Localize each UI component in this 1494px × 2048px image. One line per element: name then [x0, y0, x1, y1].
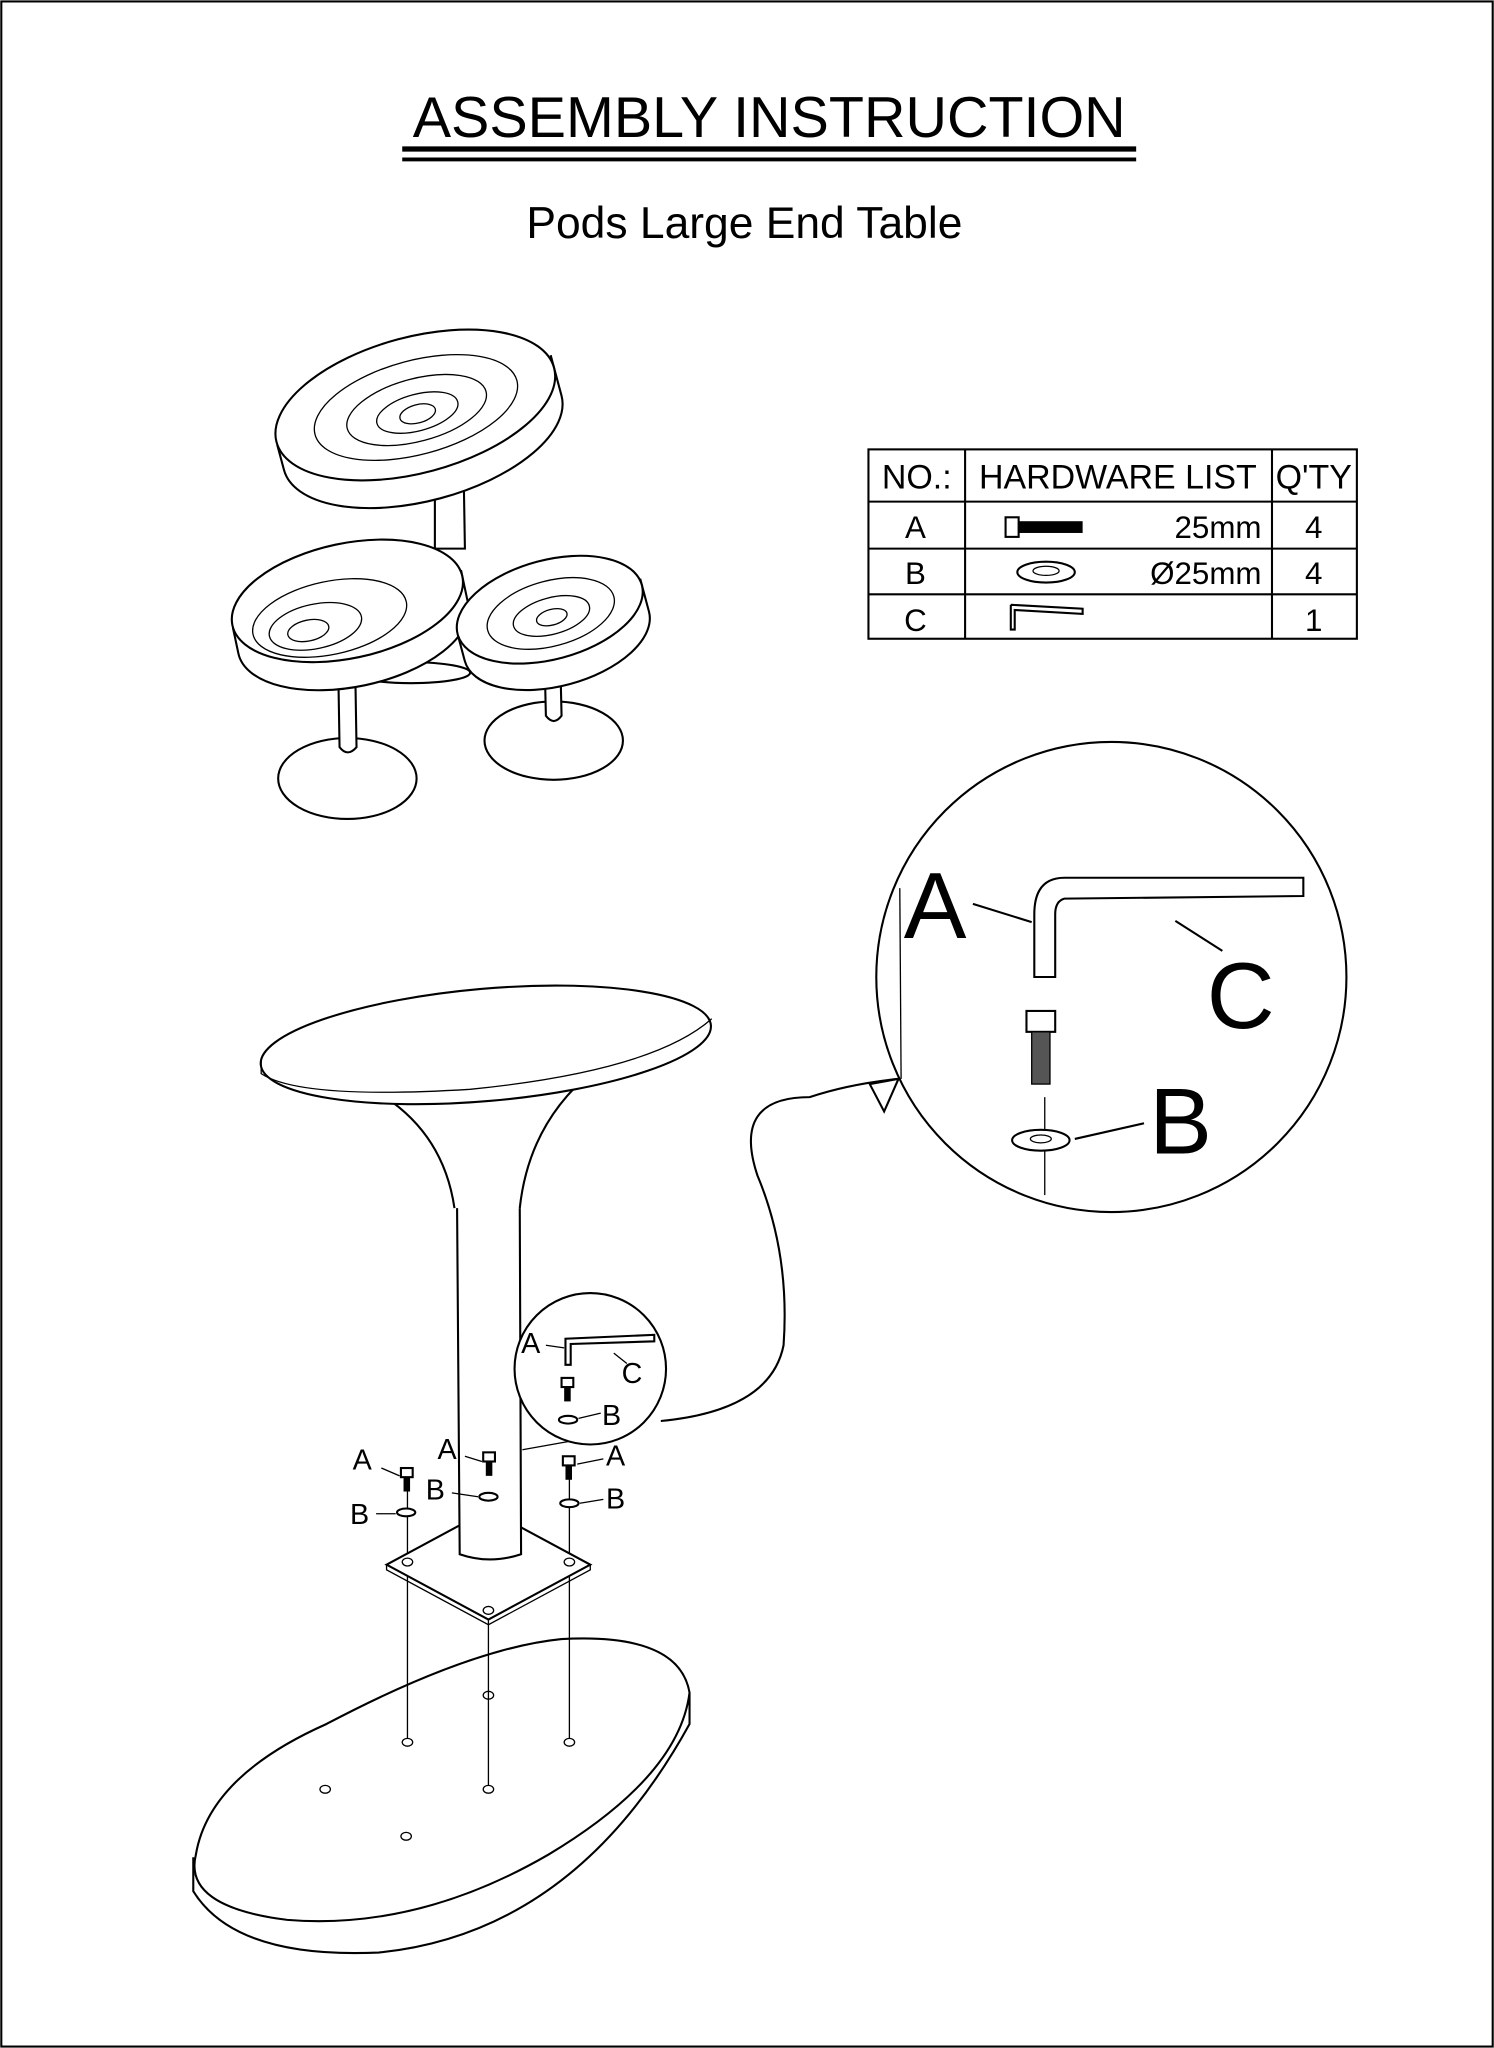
label-a: A: [521, 1328, 541, 1360]
bolt-icon: [561, 1455, 576, 1480]
washer-icon: [478, 1491, 499, 1502]
row-qty: 1: [1305, 603, 1322, 638]
bolt-icon: [399, 1466, 414, 1492]
exploded-assembly-illustration: A B A B A B A C B: [192, 740, 1348, 1955]
bolt-icon: [1004, 516, 1083, 538]
label-a: A: [353, 1444, 373, 1476]
row-no: A: [905, 510, 926, 545]
row-size: Ø25mm: [1150, 556, 1261, 591]
washer-icon: [1016, 560, 1076, 584]
label-b: B: [1149, 1068, 1212, 1173]
table-row: C 1: [904, 603, 1322, 638]
label-a: A: [606, 1440, 626, 1472]
header-no: NO.:: [882, 459, 952, 497]
label-a: A: [437, 1434, 457, 1466]
label-b: B: [350, 1499, 369, 1531]
washer-icon: [557, 1414, 579, 1425]
label-b: B: [602, 1400, 621, 1432]
arrow-head-icon: [868, 1077, 901, 1114]
table-row: A 25mm 4: [905, 510, 1322, 545]
row-size: 25mm: [1174, 510, 1261, 545]
allen-key-icon: [1009, 603, 1084, 631]
label-c: C: [622, 1358, 643, 1390]
page-title: ASSEMBLY INSTRUCTION: [413, 86, 1126, 150]
row-no: C: [904, 603, 927, 638]
detail-circle-large: [875, 740, 1348, 1214]
header-qty: Q'TY: [1276, 459, 1352, 497]
table-row: B Ø25mm 4: [905, 556, 1322, 591]
bolt-icon: [560, 1376, 575, 1402]
assembled-table-illustration: [230, 328, 651, 821]
detail-circle-small: [513, 1291, 668, 1446]
washer-icon: [1011, 1128, 1071, 1152]
label-a: A: [904, 853, 967, 958]
allen-key-icon: [564, 1333, 656, 1366]
row-no: B: [905, 556, 926, 591]
page-subtitle: Pods Large End Table: [526, 199, 962, 248]
allen-key-icon: [1033, 876, 1305, 979]
washer-icon: [559, 1498, 580, 1509]
bolt-icon: [1025, 1009, 1057, 1085]
hardware-table: NO.: HARDWARE LIST Q'TY A 25mm 4 B Ø25mm…: [867, 448, 1358, 640]
row-qty: 4: [1305, 556, 1322, 591]
header-hardware-list: HARDWARE LIST: [979, 459, 1257, 497]
label-b: B: [426, 1474, 445, 1506]
washer-icon: [395, 1507, 417, 1518]
label-c: C: [1207, 943, 1275, 1048]
label-b: B: [606, 1484, 625, 1516]
row-qty: 4: [1305, 510, 1322, 545]
bolt-icon: [482, 1451, 496, 1476]
callout-arrow: [660, 1077, 899, 1423]
